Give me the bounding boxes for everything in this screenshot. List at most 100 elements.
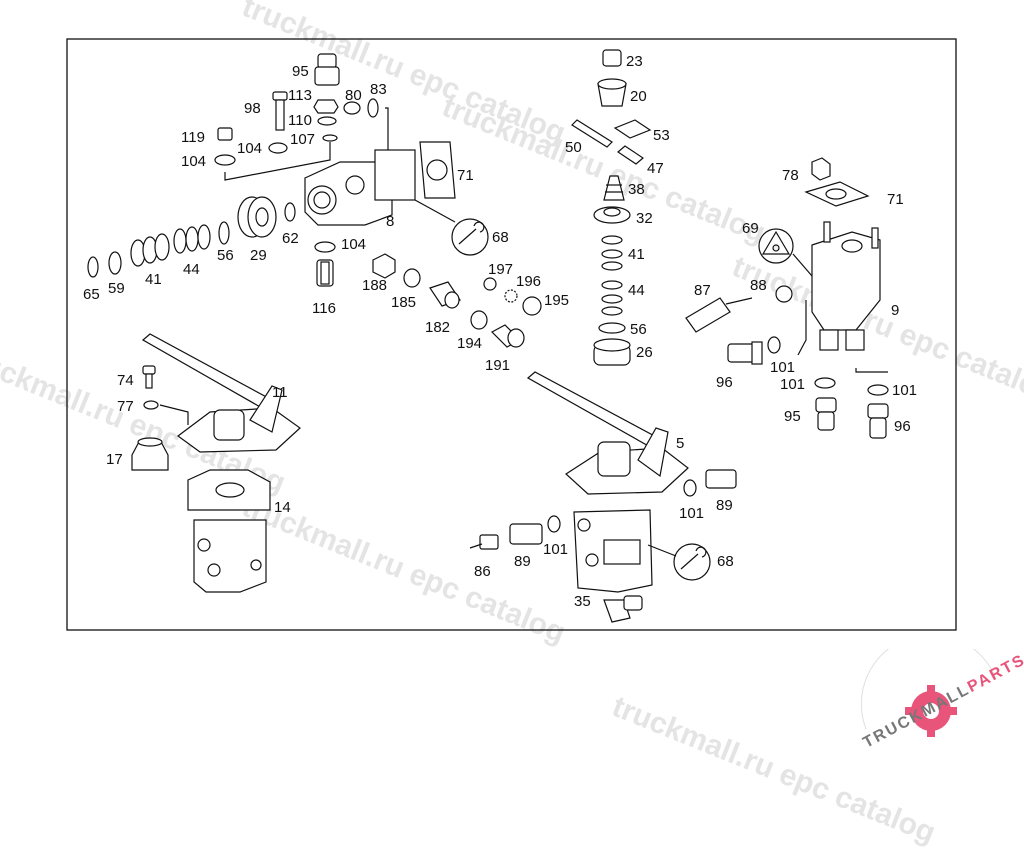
washer-104-part xyxy=(314,241,336,253)
callout-59: 59 xyxy=(108,280,125,297)
callout-96: 96 xyxy=(716,374,733,391)
callout-116: 116 xyxy=(312,300,336,317)
callout-69: 69 xyxy=(742,220,759,237)
callout-80: 80 xyxy=(345,87,362,104)
nut-113-part xyxy=(313,99,339,114)
seal-107-part xyxy=(322,134,338,142)
piston-26-part xyxy=(593,338,631,366)
callout-78: 78 xyxy=(782,167,799,184)
washer-104-part xyxy=(214,154,236,166)
leader-line xyxy=(792,253,813,277)
service-tool-69-icon xyxy=(758,228,794,264)
callout-104: 104 xyxy=(181,153,206,170)
service-tool-68-icon xyxy=(451,218,489,256)
pedal-11-part xyxy=(141,333,301,453)
gasket-71-part xyxy=(804,181,870,207)
callout-196: 196 xyxy=(516,273,541,290)
sensor-86-part xyxy=(469,534,499,550)
seal-44-part xyxy=(173,224,211,254)
callout-41: 41 xyxy=(628,246,645,263)
callout-95: 95 xyxy=(784,408,801,425)
callout-71: 71 xyxy=(457,167,474,184)
nut-188-part xyxy=(372,253,396,279)
callout-74: 74 xyxy=(117,372,134,389)
fitting-95-part xyxy=(815,397,837,431)
pedal-5-part xyxy=(526,371,689,495)
seal-197-part xyxy=(483,277,497,291)
washer-195-part xyxy=(522,296,542,316)
sleeve-47-part xyxy=(617,145,644,165)
callout-191: 191 xyxy=(485,357,510,374)
gear-logo-icon xyxy=(905,685,957,737)
ring-56-part xyxy=(598,322,626,334)
seal-41-part xyxy=(601,235,623,271)
callout-197: 197 xyxy=(488,261,513,278)
fitting-89-part xyxy=(509,523,543,545)
washer-101-part xyxy=(814,377,836,389)
leader-line xyxy=(855,368,888,373)
gear-196-part xyxy=(504,289,518,303)
callout-71: 71 xyxy=(887,191,904,208)
callout-17: 17 xyxy=(106,451,123,468)
callout-23: 23 xyxy=(626,53,643,70)
callout-185: 185 xyxy=(391,294,416,311)
callout-104: 104 xyxy=(237,140,262,157)
callout-68: 68 xyxy=(717,553,734,570)
callout-35: 35 xyxy=(574,593,591,610)
leader-line xyxy=(159,404,189,425)
washer-88-part xyxy=(775,285,793,303)
leader-line xyxy=(414,199,456,223)
callout-89: 89 xyxy=(716,497,733,514)
boot-38-part xyxy=(603,175,625,201)
leader-line xyxy=(797,300,807,356)
washer-101-part xyxy=(767,336,781,354)
valve-body-part xyxy=(573,509,653,593)
callout-5: 5 xyxy=(676,435,684,452)
valve-body-9-part xyxy=(811,221,881,351)
leader-line xyxy=(224,142,331,181)
fitting-96-part xyxy=(867,403,889,439)
washer-185-part xyxy=(403,268,421,288)
callout-88: 88 xyxy=(750,277,767,294)
leader-line xyxy=(647,544,677,557)
bolt-74-part xyxy=(142,365,156,389)
callout-44: 44 xyxy=(183,261,200,278)
diagram-frame xyxy=(66,38,957,631)
clip-53-part xyxy=(613,119,652,139)
banjo-bolt-98-part xyxy=(272,91,288,131)
washer-101-part xyxy=(547,515,561,533)
washer-194-part xyxy=(470,310,488,330)
callout-38: 38 xyxy=(628,181,645,198)
callout-104: 104 xyxy=(341,236,366,253)
valve-body-8-part xyxy=(304,149,416,226)
callout-56: 56 xyxy=(217,247,234,264)
callout-32: 32 xyxy=(636,210,653,227)
callout-83: 83 xyxy=(370,81,387,98)
plug-119-part xyxy=(217,127,233,141)
callout-96: 96 xyxy=(894,418,911,435)
valve-body-14-part xyxy=(187,469,271,593)
gasket-71-part xyxy=(419,141,456,199)
callout-107: 107 xyxy=(290,131,315,148)
boot-17-part xyxy=(131,437,169,471)
washer-101-part xyxy=(683,479,697,497)
callout-56: 56 xyxy=(630,321,647,338)
callout-110: 110 xyxy=(288,112,312,129)
pin-50-part xyxy=(571,119,613,148)
callout-62: 62 xyxy=(282,230,299,247)
circlip-65-part xyxy=(87,256,99,278)
ring-56-part xyxy=(218,221,230,245)
service-tool-68-icon xyxy=(673,543,711,581)
callout-89: 89 xyxy=(514,553,531,570)
washer-101-part xyxy=(867,384,889,396)
bush-20-part xyxy=(597,78,627,107)
seal-41-part xyxy=(130,233,170,267)
washer-77-part xyxy=(143,400,159,410)
callout-14: 14 xyxy=(274,499,291,516)
callout-29: 29 xyxy=(250,247,267,264)
circlip-62-part xyxy=(284,202,296,222)
callout-188: 188 xyxy=(362,277,387,294)
leader-line xyxy=(385,107,389,165)
cap-23-part xyxy=(602,49,622,67)
fitting-95-part xyxy=(314,53,340,86)
